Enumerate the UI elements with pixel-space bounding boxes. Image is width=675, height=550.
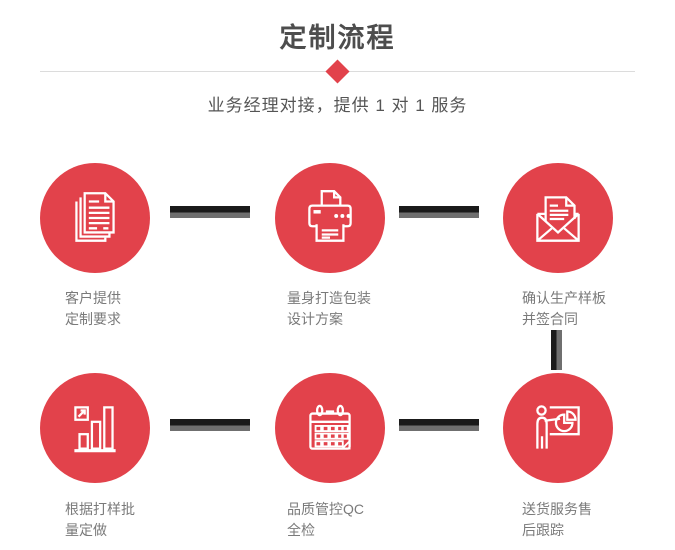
printer-icon [308,190,352,242]
connector-line [170,419,250,431]
step-label: 送货服务售 后跟踪 [522,499,592,541]
envelope-icon [536,196,580,242]
step-label: 确认生产样板 并签合同 [522,288,606,330]
step-circle-quality-control [275,373,385,483]
step-label: 量身打造包装 设计方案 [287,288,371,330]
calendar-icon [309,404,351,450]
step-label: 根据打样批 量定做 [65,499,135,541]
step-label-line: 根据打样批 [65,501,135,517]
step-label-line: 设计方案 [287,311,343,327]
step-label: 品质管控QC 全检 [287,499,364,541]
step-label-line: 量定做 [65,522,107,538]
diamond-icon [325,59,350,84]
step-circle-packaging-design [275,163,385,273]
documents-icon [75,192,115,242]
step-label-line: 并签合同 [522,311,578,327]
vertical-connector-line [551,330,562,370]
bar-chart-icon [74,406,116,453]
step-label-line: 定制要求 [65,311,121,327]
step-circle-delivery-aftersales [503,373,613,483]
step-label-line: 量身打造包装 [287,290,371,306]
step-label-line: 全检 [287,522,315,538]
step-label-line: 确认生产样板 [522,290,606,306]
step-label-line: 送货服务售 [522,501,592,517]
presentation-icon [536,405,580,449]
connector-line [399,206,479,218]
subtitle: 业务经理对接，提供 1 对 1 服务 [207,96,468,115]
page-title: 定制流程 [279,23,396,53]
step-circle-sample-contract [503,163,613,273]
step-circle-customer-requirements [40,163,150,273]
step-label-line: 后跟踪 [522,522,564,538]
step-label-line: 客户提供 [65,290,121,306]
connector-line [399,419,479,431]
connector-line [170,206,250,218]
step-circle-batch-production [40,373,150,483]
step-label: 客户提供 定制要求 [65,288,121,330]
step-label-line: 品质管控QC [287,501,364,517]
